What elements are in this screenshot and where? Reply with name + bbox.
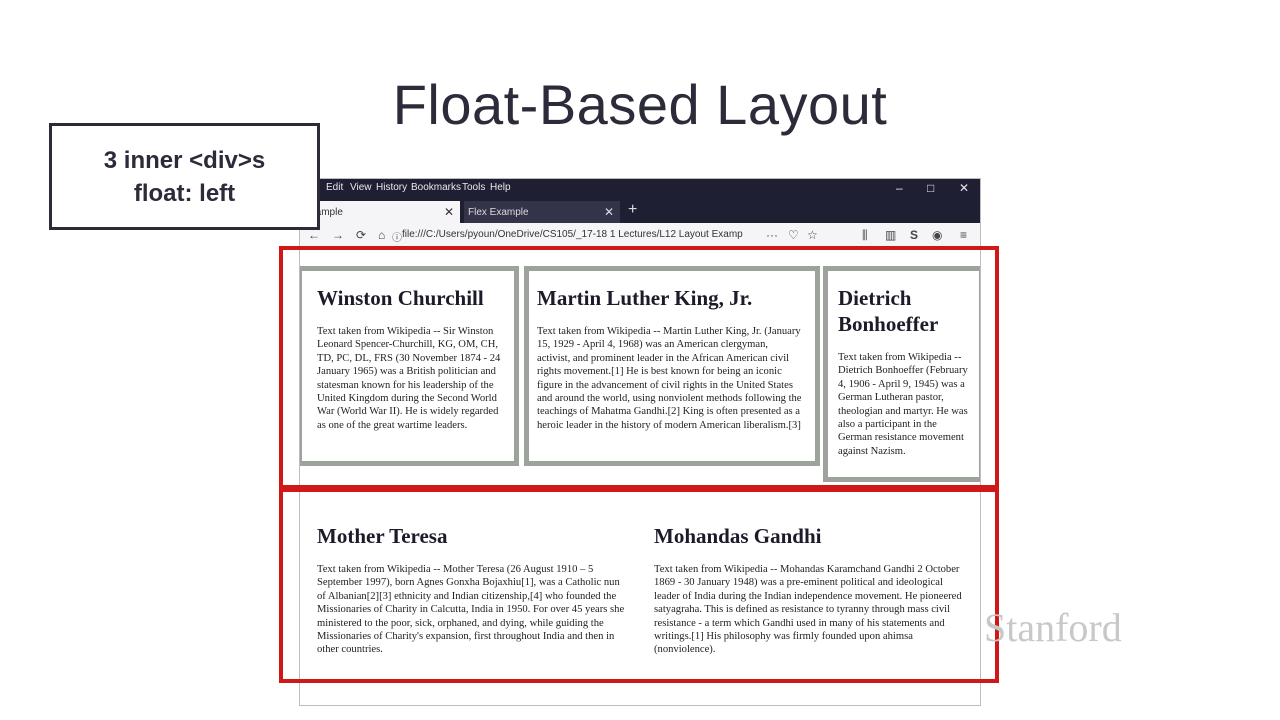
menu-history[interactable]: History	[376, 182, 408, 193]
person-bio: Text taken from Wikipedia -- Sir Winston…	[317, 326, 501, 431]
tab-example[interactable]: Example ✕	[300, 201, 460, 223]
menu-help[interactable]: Help	[490, 182, 511, 193]
menu-edit[interactable]: Edit	[326, 182, 344, 193]
more-icon[interactable]: ···	[766, 228, 778, 242]
stanford-watermark: Stanford	[984, 605, 1122, 650]
new-tab-icon[interactable]: +	[628, 201, 638, 218]
slide-title: Float-Based Layout	[392, 73, 888, 136]
forward-icon[interactable]: →	[332, 228, 344, 242]
maximize-icon[interactable]: □	[927, 181, 935, 195]
menu-bar: Edit View History Bookmarks Tools Help –…	[300, 179, 980, 201]
close-tab-icon[interactable]: ✕	[603, 205, 614, 219]
url-bar[interactable]: file:///C:/Users/pyoun/OneDrive/CS105/_1…	[402, 229, 743, 240]
sync-icon[interactable]: S	[910, 228, 919, 242]
browser-window: Edit View History Bookmarks Tools Help –…	[299, 178, 981, 706]
person-card-bonhoeffer: Dietrich Bonhoeffer Text taken from Wiki…	[823, 266, 980, 482]
person-bio: Text taken from Wikipedia -- Mother Tere…	[317, 564, 625, 656]
person-name: Mother Teresa	[317, 524, 448, 548]
minimize-icon[interactable]: –	[896, 181, 903, 195]
account-icon[interactable]: ◉	[932, 228, 943, 242]
sidebar-icon[interactable]: ▥	[885, 228, 897, 242]
home-icon[interactable]: ⌂	[378, 228, 386, 242]
menu-bookmarks[interactable]: Bookmarks	[411, 182, 462, 193]
pocket-icon[interactable]: ♡	[788, 228, 799, 242]
page-content: Winston Churchill Text taken from Wikipe…	[300, 249, 980, 705]
back-icon[interactable]: ←	[308, 228, 320, 242]
person-name: Mohandas Gandhi	[654, 524, 822, 548]
person-card-king: Martin Luther King, Jr. Text taken from …	[524, 266, 820, 466]
person-card-churchill: Winston Churchill Text taken from Wikipe…	[300, 266, 519, 466]
tab-example-label: Example	[304, 207, 343, 218]
float-row-highlight	[279, 246, 999, 489]
person-bio: Text taken from Wikipedia -- Mohandas Ka…	[654, 564, 962, 656]
person-name: Martin Luther King, Jr.	[537, 286, 753, 310]
close-tab-icon[interactable]: ✕	[443, 205, 454, 219]
tab-flex-example-label: Flex Example	[468, 207, 529, 218]
bookmark-star-icon[interactable]: ☆	[807, 228, 818, 242]
menu-view[interactable]: View	[350, 182, 372, 193]
person-bio: Text taken from Wikipedia -- Dietrich Bo…	[838, 352, 968, 457]
callout-line-1: 3 inner <div>s	[103, 146, 266, 174]
callout-line-2: float: left	[133, 179, 236, 207]
tab-flex-example[interactable]: Flex Example ✕	[464, 201, 620, 223]
person-name: Winston Churchill	[317, 286, 484, 310]
person-name: Dietrich Bonhoeffer	[838, 286, 939, 336]
person-card-gandhi: Mohandas Gandhi Text taken from Wikipedi…	[654, 523, 964, 657]
close-window-icon[interactable]: ✕	[959, 181, 970, 195]
second-row-highlight	[279, 488, 999, 683]
person-bio: Text taken from Wikipedia -- Martin Luth…	[537, 326, 802, 431]
person-card-teresa: Mother Teresa Text taken from Wikipedia …	[317, 523, 631, 657]
callout-box: 3 inner <div>s float: left	[49, 123, 320, 230]
reload-icon[interactable]: ⟳	[356, 228, 367, 242]
menu-icon[interactable]: ≡	[960, 228, 968, 242]
menu-tools[interactable]: Tools	[462, 182, 486, 193]
library-icon[interactable]: ⫼	[862, 228, 868, 242]
info-icon[interactable]: ⓘ	[392, 233, 402, 244]
